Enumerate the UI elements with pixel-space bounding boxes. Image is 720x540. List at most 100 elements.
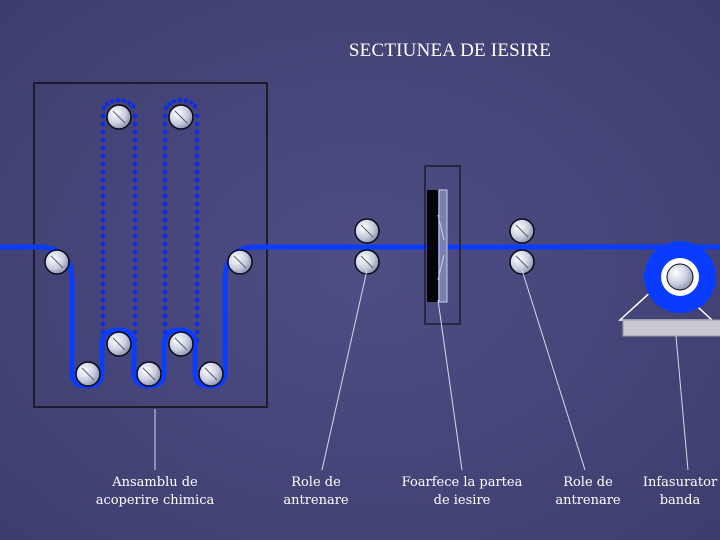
roller-shading [174, 110, 188, 124]
chain-dot [194, 241, 200, 247]
chain-dot [162, 153, 168, 159]
chain-dot [162, 321, 168, 327]
chain-dot [132, 313, 138, 319]
chain-dot [132, 185, 138, 191]
chain-dot [162, 265, 168, 271]
chain-dot [132, 193, 138, 199]
roller-shading [142, 367, 156, 381]
chain-dot [132, 217, 138, 223]
chain-dot [130, 103, 136, 110]
chain-dot [100, 177, 106, 183]
chain-dot [132, 201, 138, 207]
chain-dot [162, 249, 168, 255]
chain-dot [132, 265, 138, 271]
chain-dot [194, 201, 200, 207]
chain-dot [194, 281, 200, 287]
chain-dot [100, 145, 106, 151]
chain-dot [100, 113, 106, 119]
leader-shear [437, 299, 463, 471]
chain-dot [194, 121, 200, 127]
chain-dot [194, 161, 200, 167]
chain-dot [162, 209, 168, 215]
chain-dot [100, 249, 106, 255]
chain-dot [162, 185, 168, 191]
chain-dot [194, 273, 200, 279]
chain-dot [183, 97, 189, 104]
chain-dot [100, 185, 106, 191]
chain-dot [132, 273, 138, 279]
roller-shading [360, 224, 374, 238]
chain-dot [132, 305, 138, 311]
leader-drive-rolls-2 [521, 269, 586, 471]
leader-drive-rolls-1 [321, 269, 368, 471]
chain-dot [132, 241, 138, 247]
chain-dot [162, 305, 168, 311]
chain-dot [194, 313, 200, 319]
chain-dot [132, 129, 138, 135]
chain-dot [194, 209, 200, 215]
chain-dot [100, 273, 106, 279]
chain-dot [100, 201, 106, 207]
chain-dot [132, 329, 138, 335]
roller-shading [515, 255, 529, 269]
shear-blade-right [438, 189, 448, 303]
chain-dot [162, 177, 168, 183]
roller-shading [112, 110, 126, 124]
chain-dot [194, 153, 200, 159]
roller-shading [515, 224, 529, 238]
label-coiler: Infasurator banda [640, 474, 720, 510]
chain-dot [194, 145, 200, 151]
chain-dot [194, 113, 200, 119]
chain-dot [132, 145, 138, 151]
chain-dot [194, 249, 200, 255]
chain-dot [100, 153, 106, 159]
chain-dot [194, 329, 200, 335]
strip-coiler [618, 241, 720, 337]
chain-dot [132, 281, 138, 287]
chain-dot [104, 101, 110, 107]
coiler-platform [622, 319, 720, 337]
chain-dot [162, 145, 168, 151]
shear-housing [424, 165, 461, 325]
chain-dot [163, 105, 169, 111]
label-line: Foarfece la partea [401, 475, 523, 490]
chain-dot [132, 297, 138, 303]
label-line: acoperire chimica [95, 493, 215, 508]
chain-dot [194, 233, 200, 239]
chain-dot [162, 161, 168, 167]
leader-coiler [675, 335, 689, 471]
chain-dot [162, 169, 168, 175]
label-line: Infasurator [642, 475, 718, 490]
chain-dot [194, 257, 200, 263]
roller-shading [233, 255, 247, 269]
chain-dot [194, 129, 200, 135]
chain-dot [162, 257, 168, 263]
chain-dot [100, 161, 106, 167]
chain-dot [194, 321, 200, 327]
roller-shading [360, 255, 374, 269]
roller-shading [81, 367, 95, 381]
chain-dot [100, 169, 106, 175]
chain-dot [100, 121, 106, 127]
roller-shading [50, 255, 64, 269]
chain-dot [194, 265, 200, 271]
chain-dot [162, 121, 168, 127]
chain-dot [100, 321, 106, 327]
chain-dot [101, 105, 107, 111]
chain-dot [177, 97, 183, 103]
chain-dot [100, 289, 106, 295]
chain-dot [162, 129, 168, 135]
chain-dot [194, 169, 200, 175]
chain-dot [115, 97, 121, 103]
output-shear [424, 165, 461, 325]
chain-dot [121, 97, 127, 104]
chain-dot [100, 233, 106, 239]
chain-dot [109, 98, 115, 105]
label-line: antrenare [555, 493, 621, 508]
chain-dot [194, 193, 200, 199]
dotted-chains [100, 97, 200, 343]
chain-dot [162, 297, 168, 303]
chain-dot [171, 98, 177, 105]
chain-dot [162, 273, 168, 279]
